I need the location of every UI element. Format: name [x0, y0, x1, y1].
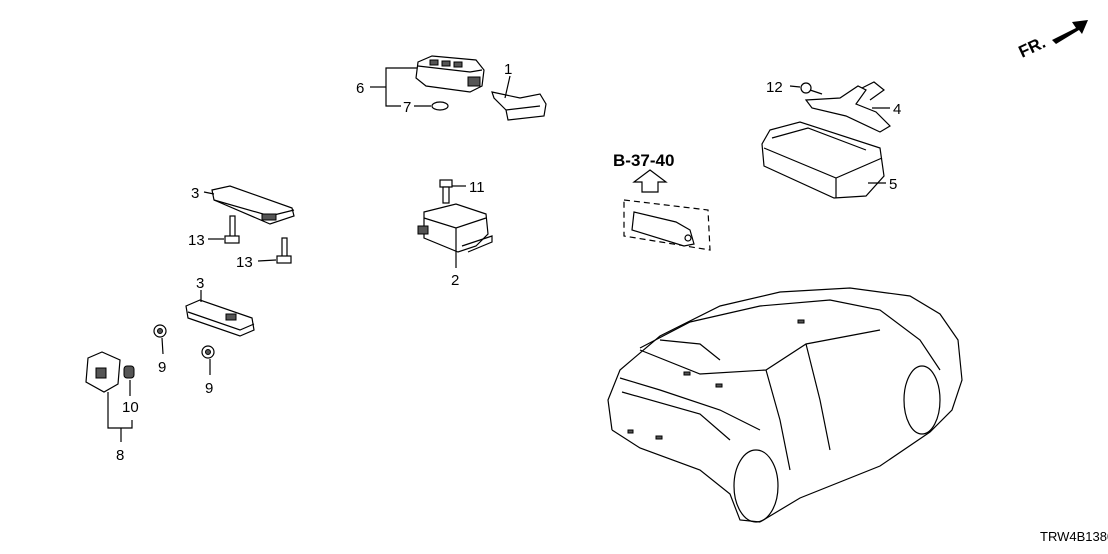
callout-13-b: 13 — [236, 254, 253, 271]
sensor-part-8[interactable] — [85, 351, 121, 393]
front-arrow-icon — [1052, 20, 1088, 44]
key-blade-part-1[interactable] — [491, 91, 547, 121]
nut-part-9-a[interactable] — [153, 324, 167, 338]
callout-3-lower: 3 — [196, 275, 204, 292]
washer-part-7[interactable] — [431, 101, 449, 111]
bolt-part-13-b[interactable] — [276, 237, 292, 264]
callout-1: 1 — [504, 61, 512, 78]
callout-9-a: 9 — [158, 359, 166, 376]
diagram-code: TRW4B1380 — [1040, 529, 1108, 544]
callout-12: 12 — [766, 79, 783, 96]
callout-11: 11 — [469, 179, 485, 196]
key-fob-part-6[interactable] — [415, 55, 485, 93]
antenna-bracket-part-3-upper[interactable] — [211, 185, 295, 225]
control-module-part-2[interactable] — [417, 203, 493, 253]
callout-5: 5 — [889, 176, 897, 193]
reference-dashed-box — [623, 199, 711, 251]
bolt-part-11[interactable] — [439, 179, 453, 204]
callout-4: 4 — [893, 101, 901, 118]
front-label: FR. — [1016, 33, 1049, 62]
callout-2: 2 — [451, 272, 459, 289]
section-reference-link[interactable]: B-37-40 — [613, 151, 674, 170]
cap-part-10[interactable] — [123, 365, 135, 379]
bracket-part-4[interactable] — [804, 81, 891, 133]
bolt-part-12[interactable] — [800, 82, 823, 95]
callout-13-a: 13 — [188, 232, 205, 249]
nut-part-9-b[interactable] — [201, 345, 215, 359]
antenna-part-3-lower[interactable] — [185, 299, 255, 337]
front-direction-indicator: FR. — [1016, 20, 1088, 62]
callout-3-upper: 3 — [191, 185, 199, 202]
callout-9-b: 9 — [205, 380, 213, 397]
reference-part — [631, 211, 695, 247]
reference-arrow-icon — [632, 169, 668, 193]
control-unit-part-5[interactable] — [761, 121, 885, 199]
callout-8: 8 — [116, 447, 124, 464]
callout-10: 10 — [122, 399, 139, 416]
callout-7: 7 — [403, 99, 411, 116]
vehicle-outline — [607, 287, 963, 523]
bolt-part-13-a[interactable] — [224, 215, 240, 244]
callout-6: 6 — [356, 80, 364, 97]
